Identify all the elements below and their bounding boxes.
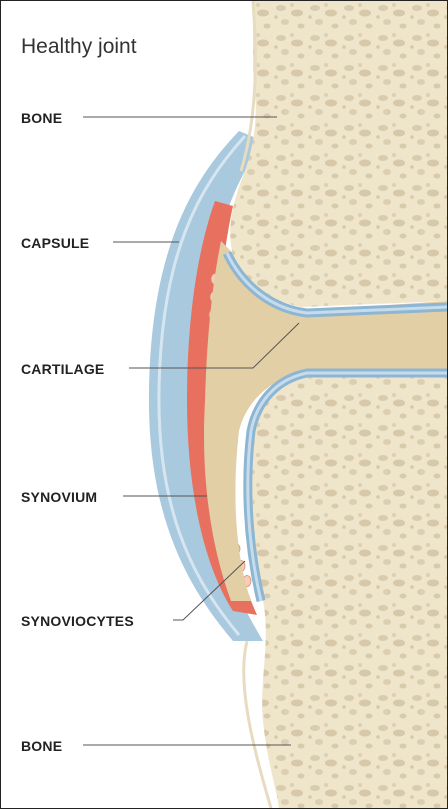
label-cartilage: CARTILAGE [21,361,104,377]
bottom-bone-shape [248,377,447,808]
diagram-title: Healthy joint [21,35,137,59]
label-bone-bottom: BONE [21,738,62,754]
top-bone-shape [230,1,447,307]
label-synovium: SYNOVIUM [21,489,97,505]
label-bone-top: BONE [21,110,62,126]
label-synoviocytes: SYNOVIOCYTES [21,613,134,629]
label-capsule: CAPSULE [21,235,89,251]
